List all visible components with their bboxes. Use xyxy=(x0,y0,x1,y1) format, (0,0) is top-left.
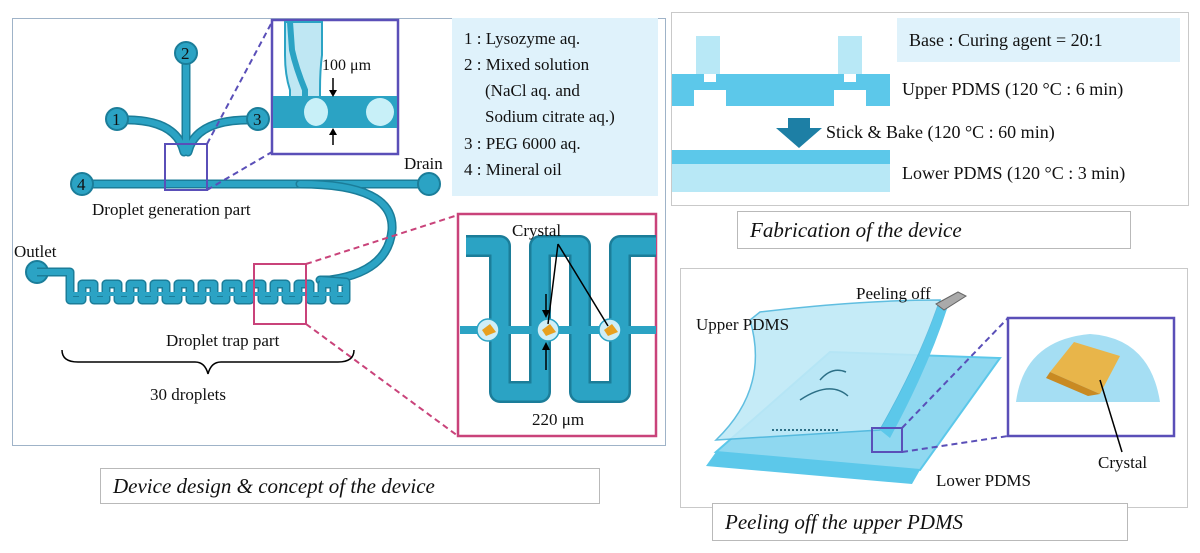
crystal-marker xyxy=(542,324,556,336)
zoom-trap-detail xyxy=(456,212,658,438)
trap-width-label: 220 μm xyxy=(532,410,585,429)
inlet-post xyxy=(838,36,862,74)
drain-label: Drain xyxy=(404,154,443,173)
legend-item: Sodium citrate aq.) xyxy=(485,107,615,126)
lower-pdms-label: Lower PDMS (120 °C : 3 min) xyxy=(902,163,1126,183)
fabrication-diagram xyxy=(672,36,890,192)
legend-item: 4 : Mineral oil xyxy=(464,160,562,179)
legend-item: 2 : Mixed solution xyxy=(464,55,590,74)
outlet-label: Outlet xyxy=(14,242,57,261)
bake-label: Stick & Bake (120 °C : 60 min) xyxy=(826,122,1055,142)
trap-label: Droplet trap part xyxy=(166,331,280,350)
down-arrow-icon xyxy=(776,118,822,148)
inlet-4 xyxy=(70,172,94,196)
zoom-marker-generation xyxy=(164,143,208,191)
peeling-label: Peeling off xyxy=(856,284,931,303)
panel-device-design xyxy=(12,18,666,446)
reagent-legend: 1 : Lysozyme aq. 2 : Mixed solution (NaC… xyxy=(452,18,658,196)
recipe-text: Base : Curing agent = 20:1 xyxy=(909,30,1103,50)
crystal-marker xyxy=(604,324,618,336)
inlet-2 xyxy=(174,41,198,65)
crystal-marker xyxy=(482,324,496,336)
droplets-count-label: 30 droplets xyxy=(150,385,227,404)
crystal-peel-label: Crystal xyxy=(1098,453,1148,472)
crystal-label: Crystal xyxy=(512,221,562,240)
drain-port xyxy=(417,172,441,196)
droplets-bracket xyxy=(61,349,355,375)
peeling-diagram xyxy=(706,291,1176,484)
legend-item: 3 : PEG 6000 aq. xyxy=(464,134,581,153)
inlet-number-3: 3 xyxy=(253,110,262,129)
generation-label: Droplet generation part xyxy=(92,200,251,219)
inlet-3 xyxy=(246,107,270,131)
upper-pdms-label: Upper PDMS (120 °C : 6 min) xyxy=(902,79,1124,99)
upper-pdms-sheet xyxy=(714,299,942,441)
legend-item: 1 : Lysozyme aq. xyxy=(464,29,581,48)
crystal-icon xyxy=(1050,342,1120,394)
legend-item: (NaCl aq. and xyxy=(485,81,580,100)
zoom-marker-trap xyxy=(253,263,307,325)
caption-fabrication: Fabrication of the device xyxy=(737,211,1131,249)
zoom-generation-detail xyxy=(270,18,400,156)
lower-pdms-peel-label: Lower PDMS xyxy=(936,471,1031,490)
panel-fabrication xyxy=(671,12,1189,206)
zoom-marker-peel xyxy=(871,427,903,453)
lower-pdms-top xyxy=(672,150,890,164)
channel-width-label: 100 μm xyxy=(322,57,372,74)
caption-peeling: Peeling off the upper PDMS xyxy=(712,503,1128,541)
inlet-post xyxy=(696,36,720,74)
caption-device-design: Device design & concept of the device xyxy=(100,468,600,504)
lower-pdms-layer xyxy=(672,164,890,192)
inlet-number-2: 2 xyxy=(181,44,190,63)
inlet-1 xyxy=(105,107,129,131)
upper-pdms-peel-label: Upper PDMS xyxy=(696,315,790,334)
panel-peeling xyxy=(680,268,1188,508)
inlet-number-4: 4 xyxy=(77,175,86,194)
tweezers-icon xyxy=(935,291,968,311)
inlet-number-1: 1 xyxy=(112,110,121,129)
recipe-box: Base : Curing agent = 20:1 xyxy=(897,18,1180,62)
upper-pdms-layer xyxy=(672,74,890,106)
